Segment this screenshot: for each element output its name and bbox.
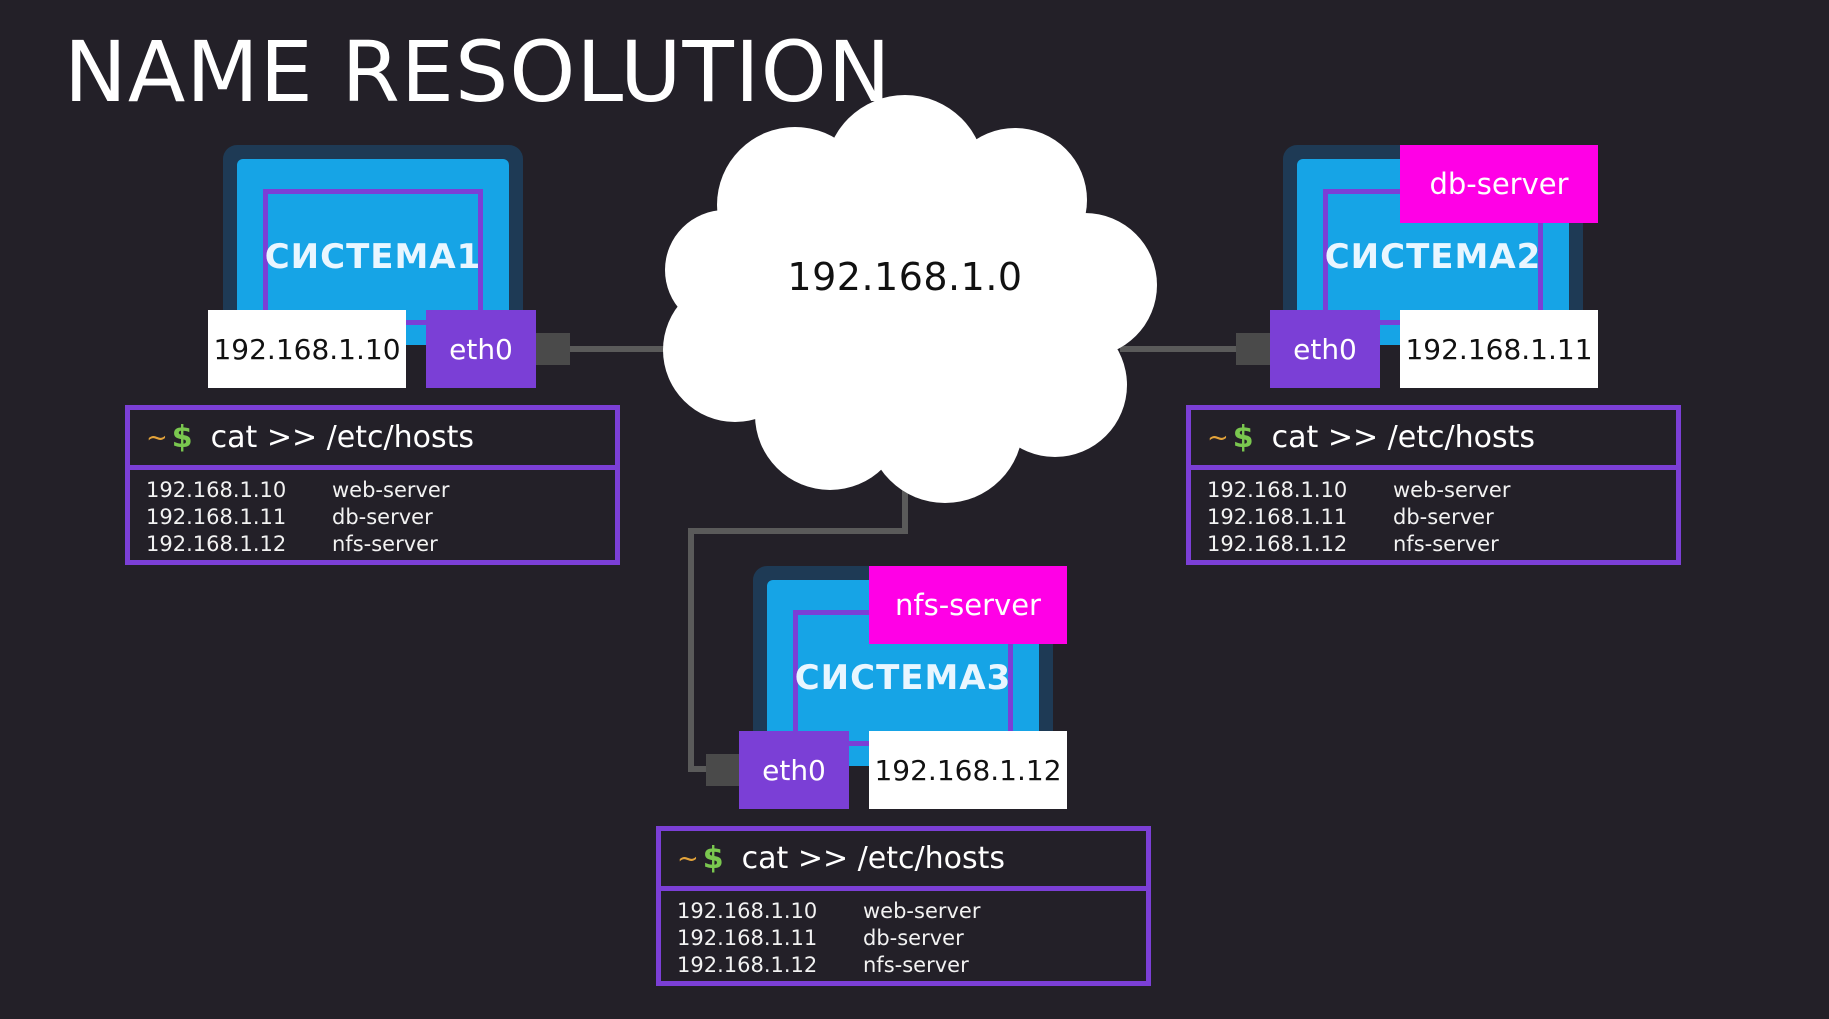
system-name: СИСТЕМА1 — [264, 237, 482, 277]
hosts-name: web-server — [863, 899, 981, 923]
hosts-row: 192.168.1.10 web-server — [677, 899, 1146, 926]
hosts-row: 192.168.1.12 nfs-server — [1207, 532, 1676, 559]
network-port-icon — [536, 333, 570, 365]
prompt-tilde: ~ — [1207, 422, 1229, 453]
hosts-row: 192.168.1.12 nfs-server — [677, 953, 1146, 980]
screen-frame: СИСТЕМА1 — [263, 189, 483, 325]
terminal-command: ~$ cat >> /etc/hosts — [1191, 410, 1676, 470]
system-name: СИСТЕМА2 — [1324, 237, 1542, 277]
hosts-name: nfs-server — [1393, 532, 1499, 556]
hosts-row: 192.168.1.11 db-server — [677, 926, 1146, 953]
hosts-ip: 192.168.1.11 — [146, 505, 287, 529]
hosts-ip: 192.168.1.12 — [1207, 532, 1348, 556]
hosts-name: web-server — [332, 478, 450, 502]
hosts-ip: 192.168.1.10 — [1207, 478, 1348, 502]
ip-address-system1: 192.168.1.10 — [208, 310, 406, 388]
ip-address-system2: 192.168.1.11 — [1400, 310, 1598, 388]
network-cloud — [663, 95, 1157, 503]
network-address: 192.168.1.0 — [787, 255, 1023, 299]
hosts-name: db-server — [863, 926, 964, 950]
hosts-entries: 192.168.1.10 web-server 192.168.1.11 db-se… — [1191, 470, 1676, 559]
hostname-tag-system3: nfs-server — [869, 566, 1067, 644]
page-title: NAME RESOLUTION — [64, 23, 892, 121]
hosts-terminal-system2: ~$ cat >> /etc/hosts 192.168.1.10 web-serv… — [1186, 405, 1681, 565]
hosts-row: 192.168.1.10 web-server — [1207, 478, 1676, 505]
network-port-icon — [706, 754, 740, 786]
hosts-name: db-server — [332, 505, 433, 529]
hosts-ip: 192.168.1.12 — [146, 532, 287, 556]
command-text: cat >> /etc/hosts — [741, 841, 1005, 876]
command-text: cat >> /etc/hosts — [210, 420, 474, 455]
hosts-row: 192.168.1.12 nfs-server — [146, 532, 615, 559]
hosts-name: db-server — [1393, 505, 1494, 529]
prompt-dollar: $ — [171, 420, 193, 455]
hosts-row: 192.168.1.11 db-server — [1207, 505, 1676, 532]
terminal-command: ~$ cat >> /etc/hosts — [130, 410, 615, 470]
hosts-row: 192.168.1.11 db-server — [146, 505, 615, 532]
terminal-command: ~$ cat >> /etc/hosts — [661, 831, 1146, 891]
hosts-name: nfs-server — [332, 532, 438, 556]
prompt-dollar: $ — [1232, 420, 1254, 455]
prompt-dollar: $ — [702, 841, 724, 876]
hosts-name: nfs-server — [863, 953, 969, 977]
hostname-tag-system2: db-server — [1400, 145, 1598, 223]
hosts-ip: 192.168.1.10 — [146, 478, 287, 502]
hosts-ip: 192.168.1.10 — [677, 899, 818, 923]
interface-system3: eth0 — [739, 731, 849, 809]
hosts-entries: 192.168.1.10 web-server 192.168.1.11 db-se… — [130, 470, 615, 559]
interface-system2: eth0 — [1270, 310, 1380, 388]
hosts-ip: 192.168.1.11 — [677, 926, 818, 950]
interface-system1: eth0 — [426, 310, 536, 388]
prompt-tilde: ~ — [146, 422, 168, 453]
hosts-ip: 192.168.1.11 — [1207, 505, 1348, 529]
hosts-terminal-system1: ~$ cat >> /etc/hosts 192.168.1.10 web-serv… — [125, 405, 620, 565]
hosts-name: web-server — [1393, 478, 1511, 502]
prompt-tilde: ~ — [677, 843, 699, 874]
ip-address-system3: 192.168.1.12 — [869, 731, 1067, 809]
hosts-ip: 192.168.1.12 — [677, 953, 818, 977]
hosts-terminal-system3: ~$ cat >> /etc/hosts 192.168.1.10 web-serv… — [656, 826, 1151, 986]
wire-sys3 — [688, 490, 908, 772]
network-port-icon — [1236, 333, 1270, 365]
hosts-entries: 192.168.1.10 web-server 192.168.1.11 db-se… — [661, 891, 1146, 980]
hosts-row: 192.168.1.10 web-server — [146, 478, 615, 505]
system-name: СИСТЕМА3 — [794, 658, 1012, 698]
command-text: cat >> /etc/hosts — [1271, 420, 1535, 455]
